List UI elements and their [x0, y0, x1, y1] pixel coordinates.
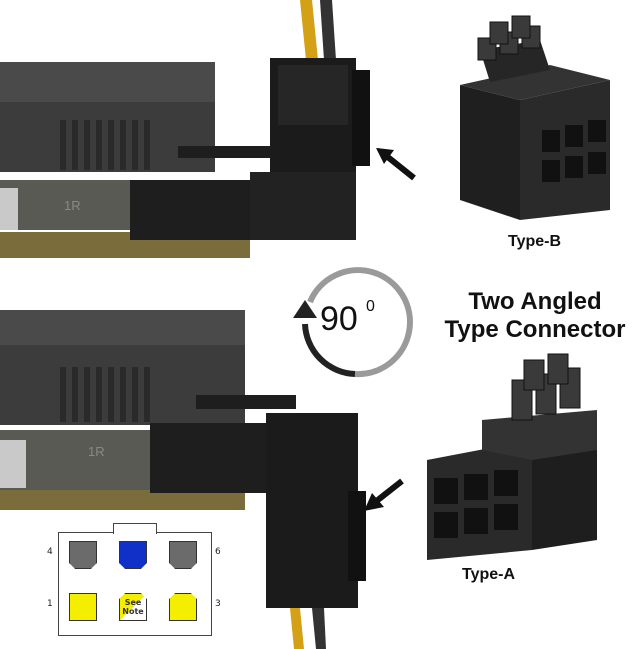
- rotation-angle: 90: [320, 300, 358, 338]
- board-marking-top: 1R: [64, 198, 81, 213]
- pin-number-1: 1: [47, 599, 53, 609]
- pin-4: [69, 541, 97, 569]
- headline-line2: Type Connector: [444, 316, 626, 343]
- pin-6: [169, 541, 197, 569]
- top-pointer-arrow: [376, 148, 416, 181]
- board-marking-bottom: 1R: [88, 444, 105, 459]
- bottom-gpu-photo: [0, 310, 404, 649]
- rotation-arrow-icon: [293, 267, 413, 378]
- pin-2-note: See Note: [122, 598, 144, 616]
- type-a-label: Type-A: [462, 566, 516, 583]
- pin-number-4: 4: [47, 547, 53, 557]
- pin-2: See Note: [119, 593, 147, 621]
- headline: Two Angled Type Connector: [424, 288, 640, 344]
- pinout-tab: [113, 523, 157, 534]
- pin-3: [169, 593, 197, 621]
- pin-number-6: 6: [215, 547, 221, 557]
- type-a-connector-image: [427, 353, 597, 560]
- pin-number-3: 3: [215, 599, 221, 609]
- rotation-degree-symbol: 0: [366, 298, 375, 315]
- type-b-connector-image: [460, 15, 610, 220]
- pin-5: [119, 541, 147, 569]
- pinout-diagram: 4 6 1 3 See Note: [47, 523, 221, 636]
- top-gpu-photo: [0, 0, 380, 258]
- pin-1: [69, 593, 97, 621]
- type-b-label: Type-B: [508, 233, 562, 250]
- headline-line1: Two Angled: [468, 288, 602, 315]
